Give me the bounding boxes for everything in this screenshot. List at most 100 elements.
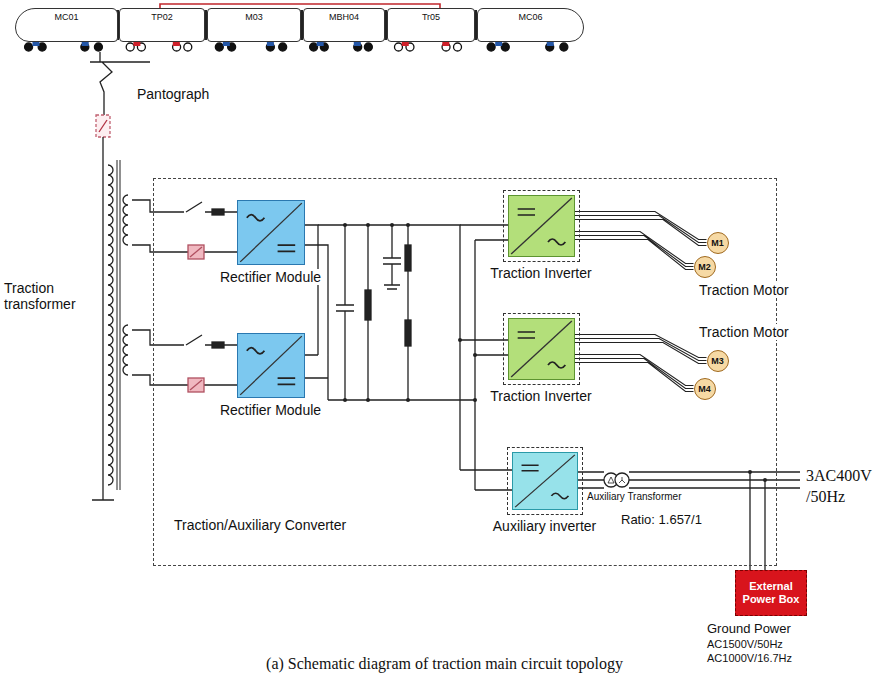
bogie — [223, 42, 230, 46]
auxiliary-output — [578, 470, 800, 570]
car-box: MBH04 — [303, 8, 385, 42]
part-label: Pantograph — [136, 86, 210, 102]
wheel — [266, 43, 274, 51]
dc-link — [343, 223, 477, 402]
converter-symbol — [513, 453, 577, 509]
dc-link — [305, 225, 328, 400]
part-label: 3AC400V /50Hz — [805, 466, 885, 508]
auxiliary-output — [608, 477, 625, 483]
wheel — [310, 43, 318, 51]
bogie — [267, 42, 274, 46]
dc-link — [336, 225, 354, 400]
bogie — [495, 42, 502, 46]
phase-cable — [575, 335, 707, 364]
rectifier-box: Rectifier Module — [237, 200, 305, 265]
wheel — [560, 43, 568, 51]
bogie — [317, 42, 324, 46]
wheel — [546, 43, 554, 51]
bogie — [133, 42, 140, 46]
converter-symbol — [515, 454, 575, 506]
pantograph — [90, 52, 150, 115]
main-breaker — [99, 120, 107, 132]
dc-link — [318, 225, 475, 490]
supply-note: AC1000V/16.7Hz — [706, 652, 793, 665]
power-box: External Power Box — [735, 570, 807, 616]
auxiliary-output — [763, 478, 767, 482]
converter-symbol — [240, 203, 302, 262]
converter-symbol — [517, 332, 565, 368]
wheel — [81, 43, 89, 51]
motor-circle: M2 — [694, 256, 716, 278]
converter-symbol — [238, 201, 304, 264]
secondary-wiring — [212, 342, 224, 348]
car-label: TP02 — [120, 12, 204, 22]
part-label: Traction transformer — [3, 280, 91, 312]
motor-label: M1 — [711, 238, 724, 248]
motor-label: M2 — [698, 262, 711, 272]
bogie — [354, 42, 361, 46]
converter-symbol — [509, 196, 574, 256]
supply-note: AC1500V/50Hz — [706, 638, 784, 651]
dc-link — [343, 398, 347, 402]
wheel — [279, 43, 287, 51]
motor-circle: M4 — [694, 378, 716, 400]
transformer-coil — [123, 325, 128, 375]
dc-link — [473, 353, 477, 357]
wheel — [442, 43, 450, 51]
auxiliary-output — [750, 472, 765, 570]
bogie — [173, 42, 180, 46]
converter-symbol — [246, 347, 294, 384]
secondary-wiring — [132, 245, 237, 252]
wheel — [215, 43, 223, 51]
box-label: External Power Box — [739, 580, 803, 605]
supply-note: Ground Power — [706, 622, 792, 637]
converter-symbol — [509, 319, 574, 379]
car-box: MC06 — [477, 8, 584, 42]
box-label: Auxiliary inverter — [491, 518, 598, 534]
auxiliary-output — [748, 470, 752, 474]
bogie — [547, 42, 554, 46]
dc-link — [406, 223, 410, 227]
secondary-wiring — [212, 209, 224, 215]
wheel — [364, 43, 372, 51]
auxiliary-output — [629, 472, 800, 488]
box-label: Rectifier Module — [218, 402, 323, 418]
converter-symbol — [511, 321, 572, 377]
car-box: Tr05 — [387, 8, 475, 42]
converter-symbol — [517, 209, 565, 245]
pantograph — [90, 52, 150, 115]
motor-circle: M1 — [707, 232, 729, 254]
bogie — [402, 42, 409, 46]
wheel — [126, 43, 134, 51]
secondary-wiring — [132, 200, 237, 392]
motor-label: M4 — [698, 384, 711, 394]
transformer-coil — [123, 195, 128, 245]
car-box: M03 — [207, 8, 301, 42]
part-label: Traction Motor — [698, 324, 790, 340]
transformer-primary — [117, 160, 120, 490]
inverter-box: Traction Inverter — [508, 195, 575, 257]
box-label: Traction Inverter — [488, 265, 593, 281]
motor-circle: M3 — [707, 350, 729, 372]
car-label: MC06 — [478, 12, 583, 22]
secondary-wiring — [188, 378, 204, 392]
secondary-wiring — [188, 245, 204, 259]
wheel — [25, 43, 33, 51]
secondary-wiring — [132, 375, 237, 385]
dc-link — [405, 245, 411, 271]
car-label: Tr05 — [388, 12, 474, 22]
dc-link — [458, 338, 462, 342]
box-label: Traction Inverter — [488, 388, 593, 404]
part-label: Ratio: 1.657/1 — [620, 513, 703, 528]
bogie — [442, 42, 449, 46]
main-breaker — [96, 115, 110, 137]
box-label: Traction/Auxiliary Converter — [174, 517, 346, 533]
figure-caption: (a) Schematic diagram of traction main c… — [0, 655, 887, 673]
converter-symbol — [238, 334, 304, 397]
dc-link — [390, 223, 394, 227]
dc-link — [406, 398, 410, 402]
car-label: MC01 — [16, 12, 117, 22]
dc-link — [365, 290, 371, 320]
main-breaker — [96, 115, 110, 137]
dc-link — [383, 225, 401, 289]
